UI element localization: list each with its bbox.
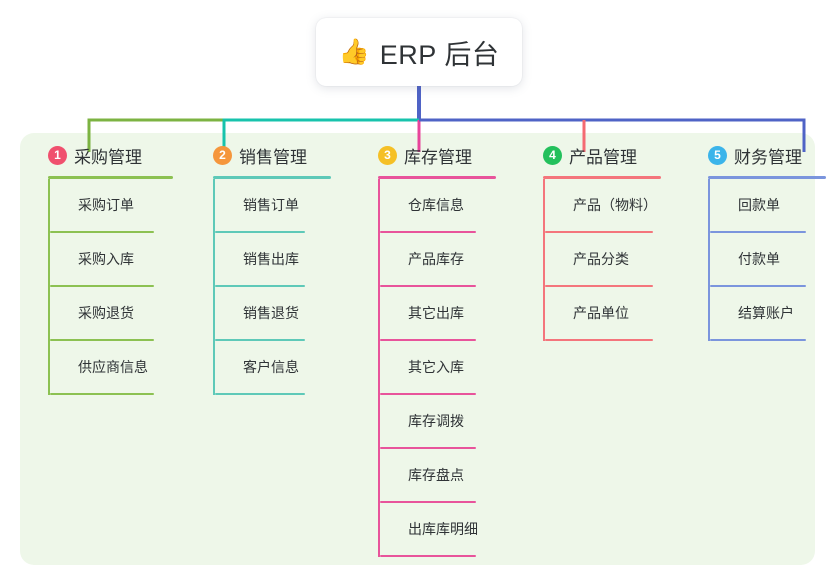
column-number-badge: 3 — [378, 145, 397, 165]
list-item-rule — [380, 339, 476, 341]
list-item-label: 回款单 — [738, 197, 780, 213]
list-item-rule — [215, 231, 305, 233]
list-item-rule — [215, 339, 305, 341]
list-item-label: 库存盘点 — [408, 467, 464, 483]
list-item-label: 采购入库 — [78, 251, 134, 267]
list-item-rule — [710, 339, 806, 341]
list-item-rule — [380, 555, 476, 557]
column-spine — [48, 179, 50, 395]
column-spine — [708, 179, 710, 341]
list-item-label: 采购退货 — [78, 305, 134, 321]
list-item-rule — [50, 339, 154, 341]
list-item-label: 客户信息 — [243, 359, 299, 375]
list-item-label: 销售订单 — [243, 197, 299, 213]
list-item-label: 其它出库 — [408, 305, 464, 321]
list-item-rule — [50, 231, 154, 233]
column-header-2[interactable]: 2 销售管理 — [193, 143, 307, 167]
column-number-badge: 1 — [48, 145, 67, 165]
list-item-rule — [545, 231, 653, 233]
list-item-label: 仓库信息 — [408, 197, 464, 213]
column-spine — [378, 179, 380, 557]
column-header-4[interactable]: 4 产品管理 — [523, 143, 637, 167]
list-item-label: 产品分类 — [573, 251, 629, 267]
list-item-rule — [380, 231, 476, 233]
list-item-rule — [50, 393, 154, 395]
column-header-3[interactable]: 3 库存管理 — [358, 143, 472, 167]
list-item-rule — [215, 285, 305, 287]
column-title: 库存管理 — [404, 147, 472, 167]
list-item-rule — [50, 285, 154, 287]
column-spine — [213, 179, 215, 395]
column-header-rule — [213, 176, 331, 179]
root-node-title: ERP 后台 — [379, 39, 500, 70]
column-header-rule — [543, 176, 661, 179]
list-item-label: 产品（物料） — [573, 197, 657, 213]
diagram-background-panel — [20, 133, 815, 565]
column-5: 5 财务管理回款单付款单结算账户 — [688, 143, 826, 341]
column-4: 4 产品管理产品（物料） 产品分类产品单位 — [523, 143, 661, 341]
column-title: 销售管理 — [239, 147, 307, 167]
list-item-label: 供应商信息 — [78, 359, 148, 375]
list-item-rule — [380, 447, 476, 449]
column-header-5[interactable]: 5 财务管理 — [688, 143, 802, 167]
list-item-rule — [710, 285, 806, 287]
column-title: 采购管理 — [74, 147, 142, 167]
column-3: 3 库存管理仓库信息产品库存其它出库其它入库库存调拨库存盘点出库库明细 — [358, 143, 496, 557]
column-header-1[interactable]: 1 采购管理 — [28, 143, 142, 167]
column-header-rule — [378, 176, 496, 179]
column-spine — [543, 179, 545, 341]
list-item-label: 结算账户 — [738, 305, 794, 321]
column-header-rule — [48, 176, 173, 179]
list-item-label: 销售出库 — [243, 251, 299, 267]
column-number-badge: 2 — [213, 145, 232, 165]
list-item-label: 付款单 — [738, 251, 780, 267]
list-item-rule — [545, 285, 653, 287]
root-node[interactable]: 👍 ERP 后台 — [316, 18, 522, 86]
list-item-label: 产品单位 — [573, 305, 629, 321]
column-number-badge: 5 — [708, 145, 727, 165]
thumbs-up-icon: 👍 — [338, 37, 370, 66]
list-item-rule — [380, 501, 476, 503]
list-item-rule — [380, 393, 476, 395]
column-2: 2 销售管理销售订单销售出库销售退货客户信息 — [193, 143, 331, 395]
list-item-rule — [215, 393, 305, 395]
column-number-badge: 4 — [543, 145, 562, 165]
list-item-label: 其它入库 — [408, 359, 464, 375]
list-item-rule — [710, 231, 806, 233]
column-header-rule — [708, 176, 826, 179]
list-item-label: 采购订单 — [78, 197, 134, 213]
list-item-label: 产品库存 — [408, 251, 464, 267]
list-item-label: 销售退货 — [243, 305, 299, 321]
column-1: 1 采购管理采购订单采购入库采购退货供应商信息 — [28, 143, 173, 395]
list-item-label: 出库库明细 — [408, 521, 478, 537]
list-item-rule — [545, 339, 653, 341]
list-item-label: 库存调拨 — [408, 413, 464, 429]
column-title: 产品管理 — [569, 147, 637, 167]
column-title: 财务管理 — [734, 147, 802, 167]
list-item-rule — [380, 285, 476, 287]
